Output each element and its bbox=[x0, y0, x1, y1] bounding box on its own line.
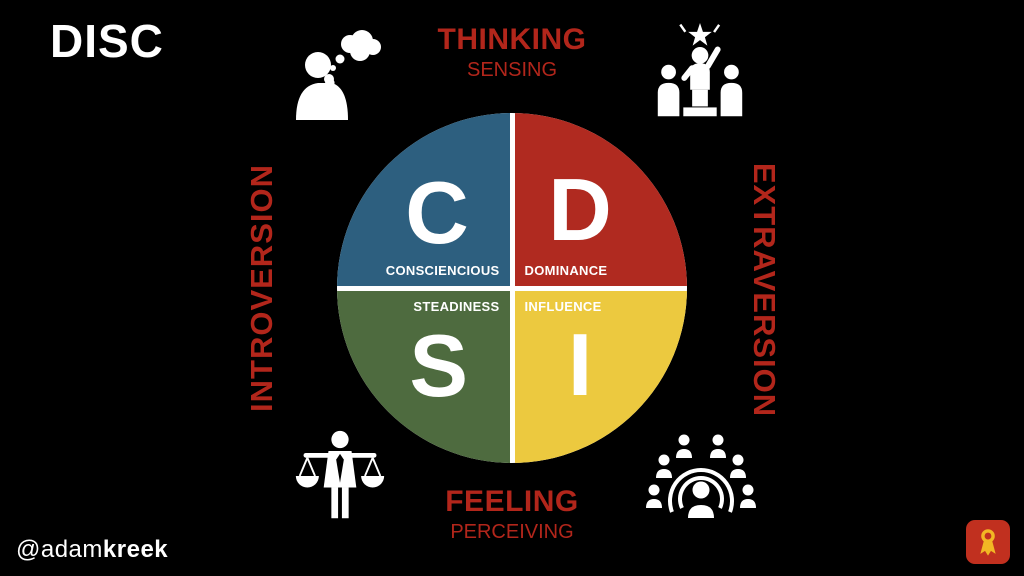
axis-bottom-secondary: PERCEIVING bbox=[450, 520, 574, 543]
quadrant-influence: I INFLUENCE bbox=[514, 290, 687, 463]
quadrant-dominance: D DOMINANCE bbox=[514, 113, 687, 286]
quadrant-label: STEADINESS bbox=[413, 298, 500, 314]
axis-bottom: FEELING PERCEIVING bbox=[0, 486, 1024, 544]
quadrant-label: DOMINANCE bbox=[524, 262, 608, 278]
community-icon bbox=[640, 424, 762, 528]
medal-icon bbox=[980, 529, 996, 556]
axis-top-primary: THINKING bbox=[437, 23, 587, 56]
scales-icon bbox=[292, 428, 388, 524]
handle-prefix: @adam bbox=[16, 536, 103, 563]
axis-top: THINKING SENSING bbox=[0, 24, 1024, 82]
celebration-icon bbox=[646, 20, 754, 132]
page-title: DISC bbox=[50, 15, 164, 67]
disc-circle: C CONSCIENCIOUS D DOMINANCE S STEADINESS… bbox=[337, 113, 687, 463]
quadrant-conscientious: C CONSCIENCIOUS bbox=[337, 113, 510, 286]
author-handle: @adamkreek bbox=[16, 536, 168, 564]
quadrant-letter: I bbox=[567, 314, 593, 414]
axis-bottom-primary: FEELING bbox=[445, 485, 579, 518]
thinker-icon bbox=[288, 28, 388, 128]
quadrant-label: CONSCIENCIOUS bbox=[385, 262, 500, 278]
brand-logo bbox=[966, 520, 1010, 564]
axis-right-label: EXTRAVERSION bbox=[747, 162, 782, 418]
axis-top-secondary: SENSING bbox=[466, 58, 558, 81]
axis-left-label: INTROVERSION bbox=[244, 164, 279, 412]
quadrant-letter: C bbox=[405, 163, 469, 263]
quadrant-letter: S bbox=[409, 316, 469, 416]
handle-suffix: kreek bbox=[102, 536, 169, 563]
quadrant-label: INFLUENCE bbox=[524, 298, 602, 314]
quadrant-letter: D bbox=[548, 159, 612, 259]
quadrant-steadiness: S STEADINESS bbox=[337, 290, 510, 463]
